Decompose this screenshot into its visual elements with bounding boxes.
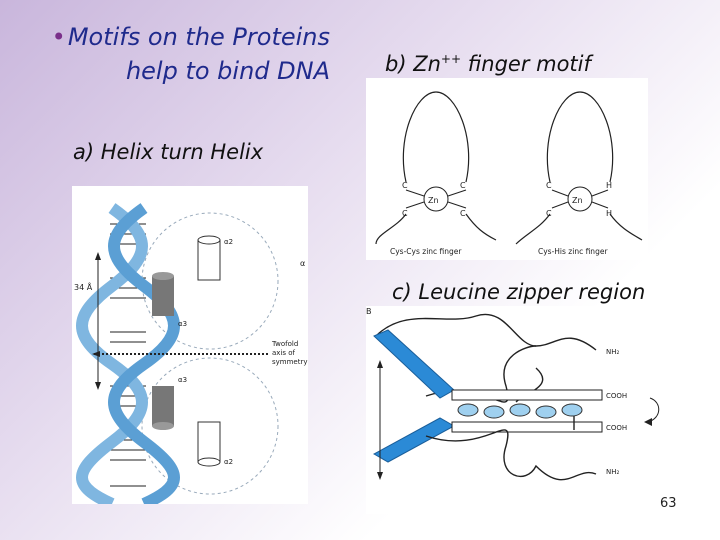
left-zn: Zn <box>428 196 439 205</box>
right-c1: C <box>546 181 552 190</box>
arrow-head-bottom <box>95 382 101 390</box>
helix-diagram: 34 Å Twofold axis of symmetry α2 α3 α3 α… <box>74 203 308 510</box>
left-c2: C <box>460 181 466 190</box>
zinc-finger-figure: Zn C C C C Cys-Cys zinc finger Zn C H C … <box>366 78 648 260</box>
left-bond-1 <box>405 189 425 197</box>
leucine-zipper-heading: c) Leucine zipper region <box>392 280 646 304</box>
right-zn: Zn <box>572 196 583 205</box>
left-c3: C <box>402 209 408 218</box>
right-bond-3 <box>551 201 569 209</box>
cooh-top: COOH <box>606 392 627 400</box>
alpha2-cylinder-top <box>197 239 221 281</box>
zinc-heading-rest: finger motif <box>461 52 591 76</box>
curved-arrow <box>647 397 660 423</box>
upper-chain <box>375 313 597 351</box>
left-bond-4 <box>447 201 467 209</box>
alpha2-cap-bottom <box>197 457 221 467</box>
title-line-1: Motifs on the Proteins <box>67 23 330 51</box>
alpha3-cap-top <box>152 272 174 280</box>
right-caption: Cys-His zinc finger <box>538 247 608 256</box>
left-bond-3 <box>405 201 425 209</box>
alpha2-bottom-label: α2 <box>224 458 233 466</box>
alpha2-top-label: α2 <box>224 238 233 246</box>
vertical-arrow-head-top <box>377 360 383 368</box>
helix-cylinders-bottom <box>152 386 221 467</box>
alpha3-cylinder-bottom <box>152 386 174 426</box>
alpha3-top-label: α3 <box>178 320 187 328</box>
axis-label-1: Twofold <box>271 340 298 348</box>
zinc-finger-diagram: Zn C C C C Cys-Cys zinc finger Zn C H C … <box>375 91 643 256</box>
alpha3-cylinder-top <box>152 276 174 316</box>
title-bullet: • <box>51 23 66 51</box>
alpha3-bottom-label: α3 <box>178 376 187 384</box>
lower-chain <box>425 429 597 481</box>
upper-dashed-circle <box>141 212 279 350</box>
arrow-head-top <box>95 252 101 260</box>
nh2-bottom: NH₂ <box>606 468 620 476</box>
alpha2-cylinder-bottom <box>197 421 221 463</box>
right-finger-tail-1 <box>515 213 551 245</box>
slide-title: •Motifs on the Proteins help to bind DNA <box>18 20 330 88</box>
vertical-arrow-head-bottom <box>377 472 383 480</box>
helix-turn-helix-heading: a) Helix turn Helix <box>73 140 264 164</box>
right-finger-loop <box>546 91 614 183</box>
page-number: 63 <box>660 496 677 511</box>
alpha-label: α <box>300 259 305 268</box>
right-h1: H <box>606 181 612 190</box>
left-finger-tail-2 <box>465 213 497 241</box>
curved-arrow-head <box>644 418 652 426</box>
leucine-zipper-figure: B NH₂ COOH COOH NH₂ <box>366 306 666 514</box>
alpha2-cap-top <box>197 235 221 245</box>
axis-arrow-head <box>92 351 100 357</box>
cooh-bottom: COOH <box>606 424 627 432</box>
upper-zipper-bar <box>451 389 603 401</box>
right-c2: C <box>546 209 552 218</box>
left-c1: C <box>402 181 408 190</box>
zinc-superscript: ++ <box>440 52 462 66</box>
left-finger-loop <box>402 91 470 183</box>
helix-cylinders-top <box>152 235 221 316</box>
nh2-top: NH₂ <box>606 348 620 356</box>
leucine-zipper-diagram: B NH₂ COOH COOH NH₂ <box>366 307 660 481</box>
lower-zipper-bar <box>451 421 603 433</box>
dna-strand-1 <box>76 203 148 510</box>
zinc-finger-heading: b) Zn++ finger motif <box>385 52 591 76</box>
dna-strand-2 <box>108 203 180 510</box>
title-line-2: help to bind DNA <box>125 57 330 85</box>
panel-letter: B <box>366 307 372 316</box>
left-finger-tail-1 <box>375 213 407 245</box>
distance-label: 34 Å <box>74 281 93 292</box>
left-c4: C <box>460 209 466 218</box>
left-zn-circle <box>423 186 449 212</box>
alpha3-cap-bottom <box>152 422 174 430</box>
zinc-heading-text: b) Zn <box>385 52 441 76</box>
right-h2: H <box>606 209 612 218</box>
right-bond-4 <box>591 201 609 209</box>
axis-label-3: symmetry <box>272 358 308 366</box>
leucine-residues <box>457 403 583 419</box>
right-finger-tail-2 <box>609 213 643 241</box>
right-bond-1 <box>551 189 569 197</box>
left-bond-2 <box>447 189 467 197</box>
right-bond-2 <box>591 189 609 197</box>
axis-label-2: axis of <box>272 349 296 357</box>
lower-dashed-circle <box>141 357 279 495</box>
upper-blue-helix <box>373 329 455 399</box>
right-zn-circle <box>567 186 593 212</box>
helix-turn-helix-figure: 34 Å Twofold axis of symmetry α2 α3 α3 α… <box>72 186 308 510</box>
left-caption: Cys-Cys zinc finger <box>390 247 462 256</box>
